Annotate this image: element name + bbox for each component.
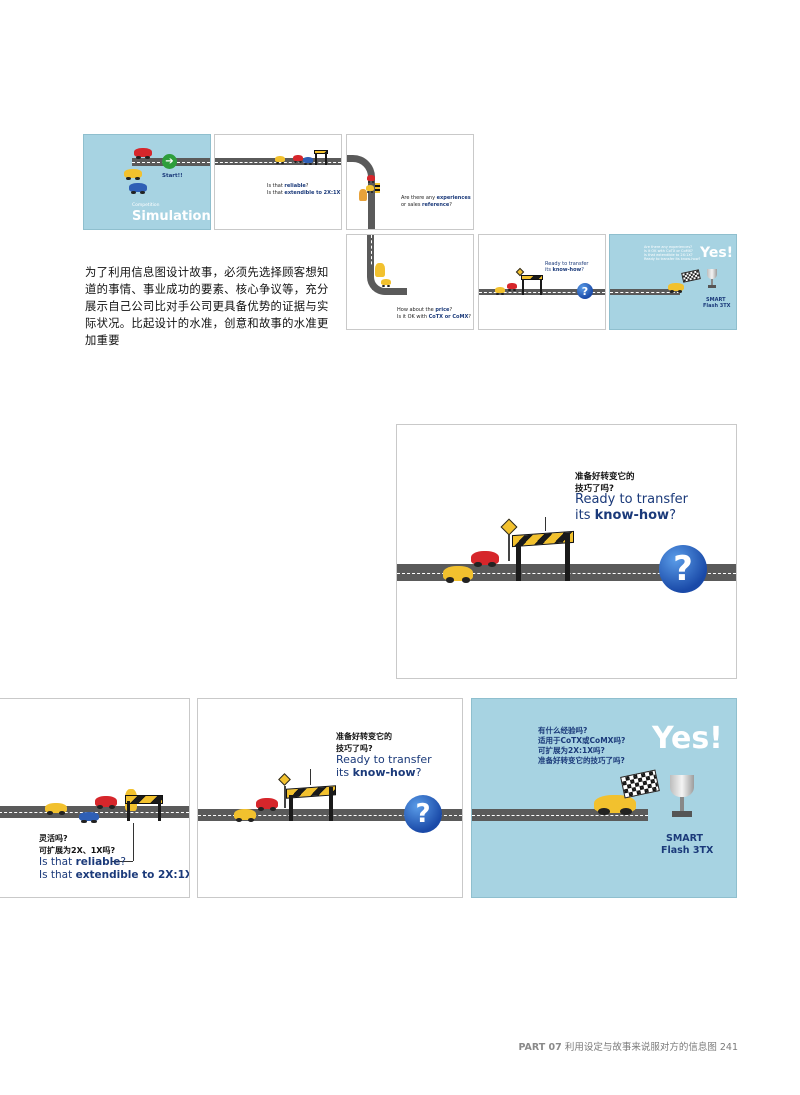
callout-line xyxy=(310,769,311,785)
body-paragraph: 为了利用信息图设计故事，必须先选择顾客想知道的事情、事业成功的要素、核心争议等，… xyxy=(85,266,329,347)
thumb-know-how: ? Ready to transfer its know-how? xyxy=(478,234,606,330)
chapter-title: 利用设定与故事来说服对方的信息图 xyxy=(564,1042,717,1053)
car-yellow xyxy=(594,795,636,816)
checkered-flag-icon xyxy=(681,269,701,283)
thumb-yes: Are there any experiences? Is it OK with… xyxy=(609,234,737,330)
trophy-icon xyxy=(705,269,719,291)
thumb-reliable: Is that reliable? Is that extendible to … xyxy=(214,134,342,230)
big-know-how-slide: ? 准备好转变它的 技巧了吗? Ready to transfer its kn… xyxy=(396,424,737,679)
q1: 有什么经验吗? xyxy=(538,726,588,735)
car-red xyxy=(95,796,117,809)
simulation-title: Simulation xyxy=(132,209,211,224)
checkered-flag-icon xyxy=(620,769,660,799)
road xyxy=(479,289,605,295)
part-label: PART 07 xyxy=(518,1042,562,1053)
car-blue xyxy=(129,183,147,194)
bottom-yes-slide: 有什么经验吗? 适用于CoTX或CoMX吗? 可扩展为2X:1X吗? 准备好转变… xyxy=(471,698,737,898)
extendible-line: Is that extendible to 2X:1X? xyxy=(267,190,341,196)
page-footer: PART 07 利用设定与故事来说服对方的信息图 241 xyxy=(518,1039,738,1053)
cn-line1: 准备好转变它的 xyxy=(575,472,635,482)
car-yellow xyxy=(275,156,285,164)
en-line1: Is that reliable? xyxy=(39,856,126,868)
yes-label: Yes! xyxy=(700,245,734,261)
cn-line2: 技巧了吗? xyxy=(336,744,373,753)
product-line1: SMART xyxy=(706,297,726,303)
arrow-right-icon: ➔ xyxy=(162,154,177,169)
callout-connector xyxy=(111,861,133,862)
en-line2: Is that extendible to 2X:1X? xyxy=(39,869,190,881)
product-line2: Flash 3TX xyxy=(703,303,731,309)
page-number: 241 xyxy=(719,1042,738,1053)
person-icon xyxy=(359,189,367,201)
barrier xyxy=(125,795,163,821)
car-red xyxy=(507,283,517,291)
competition-label: Competition xyxy=(132,203,160,208)
q1: Are there any experiences? xyxy=(644,245,693,249)
question-icon: ? xyxy=(577,283,593,299)
car-yellow xyxy=(668,283,684,293)
yes-label: Yes! xyxy=(652,721,723,756)
q3: 可扩展为2X:1X吗? xyxy=(538,746,605,755)
car-yellow xyxy=(495,287,505,295)
callout-line xyxy=(545,517,546,531)
q4: 准备好转变它的技巧了吗? xyxy=(538,756,625,765)
car-yellow xyxy=(366,185,374,193)
cn-line2: 可扩展为2X、1X吗? xyxy=(39,846,116,855)
car-yellow xyxy=(443,566,473,583)
q2: Is it OK with CoTX or CoMX? xyxy=(644,249,693,253)
barrier xyxy=(286,785,336,821)
q3: Is that extendible to 2X:1X? xyxy=(644,253,693,257)
car-red xyxy=(293,155,303,163)
car-blue xyxy=(79,812,99,823)
car-red xyxy=(471,551,499,567)
car-red xyxy=(256,798,278,811)
barrier xyxy=(512,530,574,581)
car-yellow xyxy=(381,279,391,287)
reliable-line: Is that reliable? xyxy=(267,183,309,189)
cn-line1: 准备好转变它的 xyxy=(336,732,392,741)
car-red xyxy=(367,175,375,183)
cn-line2: 技巧了吗? xyxy=(575,484,614,494)
car-red xyxy=(134,148,152,159)
question-icon: ? xyxy=(659,545,707,593)
trophy-icon xyxy=(664,775,700,825)
reference-line: or sales reference? xyxy=(401,202,452,208)
callout-line xyxy=(133,823,134,861)
start-label: Start!! xyxy=(162,173,183,179)
road-vertical xyxy=(367,235,374,275)
barrier xyxy=(314,150,328,165)
en-line2: its know-how? xyxy=(575,508,676,523)
barrier xyxy=(521,275,543,295)
en-line2: its know-how? xyxy=(336,766,422,779)
car-yellow xyxy=(124,169,142,180)
car-blue xyxy=(303,157,313,165)
transfer-line: Ready to transfer xyxy=(545,261,589,267)
know-how-line: its know-how? xyxy=(545,267,584,273)
car-yellow xyxy=(234,809,256,822)
experiences-line: Are there any experiences xyxy=(401,195,471,201)
question-icon: ? xyxy=(404,795,442,833)
thumb-experiences: Are there any experiences or sales refer… xyxy=(346,134,474,230)
cotx-line: Is it OK with CoTX or CoMX? xyxy=(397,314,471,320)
q2: 适用于CoTX或CoMX吗? xyxy=(538,736,626,745)
car-yellow xyxy=(45,803,67,815)
product-line1: SMART xyxy=(666,833,704,844)
price-line: How about the price? xyxy=(397,307,453,313)
road-curve xyxy=(367,265,407,295)
worker-icon xyxy=(375,263,385,277)
q4: Ready to transfer its know-how? xyxy=(644,257,701,261)
thumb-price: How about the price? Is it OK with CoTX … xyxy=(346,234,474,330)
bottom-know-how-slide: ? 准备好转变它的 技巧了吗? Ready to transfer its kn… xyxy=(197,698,463,898)
road xyxy=(610,289,680,295)
en-line1: Ready to transfer xyxy=(336,753,432,766)
cn-line1: 灵活吗? xyxy=(39,834,68,843)
thumb-simulation: ➔ Start!! Competition Simulation xyxy=(83,134,211,230)
product-line2: Flash 3TX xyxy=(661,845,714,856)
en-line1: Ready to transfer xyxy=(575,492,689,507)
bottom-reliable-slide: 灵活吗? 可扩展为2X、1X吗? Is that reliable? Is th… xyxy=(0,698,190,898)
barrel-icon xyxy=(375,183,380,193)
